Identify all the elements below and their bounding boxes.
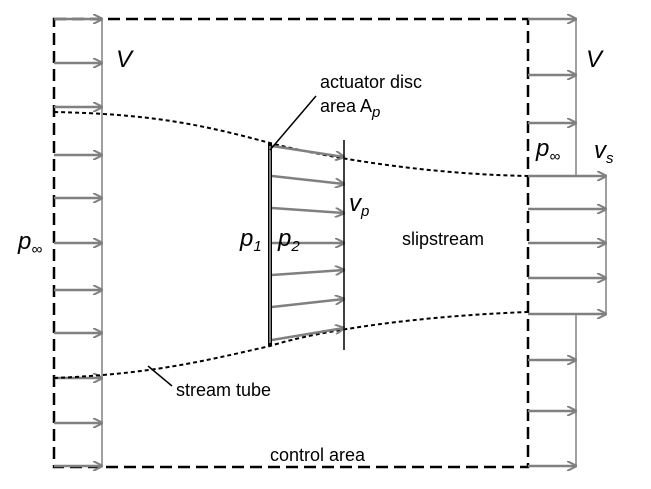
actuator-leader-line xyxy=(269,95,317,151)
label-p-inf-right: p∞ xyxy=(535,135,560,165)
outflow-velocity-arrows xyxy=(528,19,576,466)
stream-tube-upper xyxy=(53,111,529,177)
disc-arrow xyxy=(271,174,344,184)
disc-arrow xyxy=(271,299,344,309)
disc-velocity-arrows xyxy=(271,144,344,342)
disc-arrow xyxy=(271,206,344,213)
label-p2: p2 xyxy=(277,225,300,255)
label-v-s: vs xyxy=(594,137,614,167)
stream-tube-leader-line xyxy=(147,365,173,387)
slipstream-velocity-arrows xyxy=(528,176,606,314)
label-p-inf-left: p∞ xyxy=(17,228,42,258)
label-slipstream: slipstream xyxy=(402,229,484,249)
label-control-area: control area xyxy=(270,445,366,465)
disc-arrow xyxy=(271,328,344,342)
inflow-velocity-arrows xyxy=(54,19,102,466)
label-p1: p1 xyxy=(239,225,262,255)
label-actuator-disc: actuator disc xyxy=(320,72,422,92)
label-v-p: vp xyxy=(349,190,369,220)
disc-arrow xyxy=(271,144,344,157)
label-v-left: V xyxy=(116,46,134,73)
stream-tube-lower xyxy=(53,311,529,379)
label-actuator-area: area Ap xyxy=(320,96,380,121)
label-v-right: V xyxy=(586,46,604,73)
label-stream-tube: stream tube xyxy=(176,380,271,400)
disc-arrow xyxy=(271,270,344,277)
